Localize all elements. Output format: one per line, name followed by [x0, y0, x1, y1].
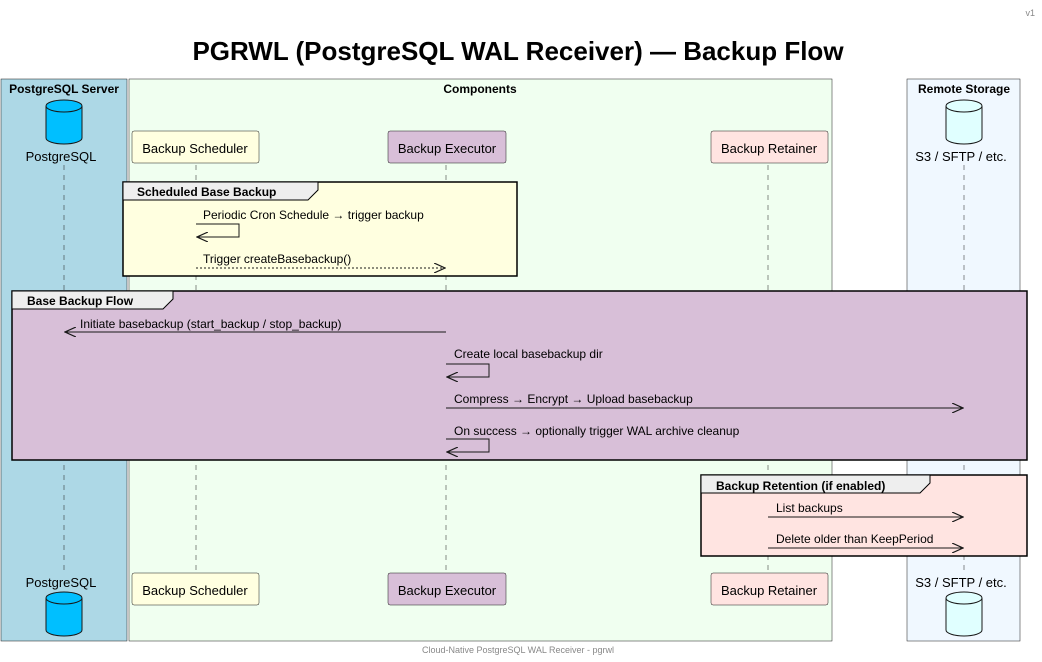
message-compress-label: Compress → Encrypt → Upload basebackup	[454, 392, 693, 406]
group-scheduled-label: Scheduled Base Backup	[137, 185, 276, 199]
message-compress: Compress → Encrypt → Upload basebackup	[446, 392, 963, 408]
footer-caption: Cloud-Native PostgreSQL WAL Receiver - p…	[422, 645, 614, 655]
message-cron: Periodic Cron Schedule → trigger backup	[196, 208, 424, 237]
message-list-label: List backups	[776, 501, 843, 515]
message-list-backups: List backups	[768, 501, 963, 517]
participant-executor-top: Backup Executor	[387, 130, 507, 164]
participant-postgresql-top: PostgreSQL	[26, 99, 97, 164]
database-icon	[45, 591, 83, 637]
message-on-success-label: On success → optionally trigger WAL arch…	[454, 424, 740, 438]
participant-scheduler-label: Backup Scheduler	[142, 583, 248, 598]
message-create-dir: Create local basebackup dir	[446, 347, 603, 377]
participant-scheduler-top: Backup Scheduler	[131, 130, 260, 164]
database-icon	[945, 591, 983, 637]
message-delete-older: Delete older than KeepPeriod	[768, 532, 963, 548]
participant-executor-label: Backup Executor	[398, 583, 497, 598]
participant-storage-top: S3 / SFTP / etc.	[915, 99, 1007, 164]
participant-scheduler-label: Backup Scheduler	[142, 141, 248, 156]
message-on-success: On success → optionally trigger WAL arch…	[446, 424, 740, 452]
group-backup-retention: Backup Retention (if enabled)	[700, 474, 1028, 557]
message-initiate-label: Initiate basebackup (start_backup / stop…	[80, 317, 342, 331]
message-trigger: Trigger createBasebackup()	[196, 252, 445, 268]
participant-postgresql-label: PostgreSQL	[26, 149, 97, 164]
diagram-title: PGRWL (PostgreSQL WAL Receiver) — Backup…	[192, 36, 844, 66]
postgres-server-box-label: PostgreSQL Server	[9, 82, 119, 96]
group-retention-label: Backup Retention (if enabled)	[716, 479, 885, 493]
participant-executor-bottom: Backup Executor	[387, 572, 507, 606]
message-delete-label: Delete older than KeepPeriod	[776, 532, 933, 546]
participant-retainer-label: Backup Retainer	[721, 583, 818, 598]
participant-retainer-top: Backup Retainer	[710, 130, 829, 164]
group-base-backup-flow: Base Backup Flow	[11, 290, 1028, 461]
group-flow-label: Base Backup Flow	[27, 294, 134, 308]
group-scheduled-base-backup: Scheduled Base Backup	[122, 181, 518, 277]
participant-storage-label: S3 / SFTP / etc.	[915, 149, 1007, 164]
participant-retainer-bottom: Backup Retainer	[710, 572, 829, 606]
message-create-dir-label: Create local basebackup dir	[454, 347, 603, 361]
participant-retainer-label: Backup Retainer	[721, 141, 818, 156]
message-trigger-label: Trigger createBasebackup()	[203, 252, 351, 266]
remote-storage-box-label: Remote Storage	[918, 82, 1010, 96]
database-icon	[945, 99, 983, 145]
participant-postgresql-label: PostgreSQL	[26, 575, 97, 590]
message-cron-label: Periodic Cron Schedule → trigger backup	[203, 208, 424, 222]
database-icon	[45, 99, 83, 145]
version-label: v1	[1025, 8, 1035, 18]
participant-scheduler-bottom: Backup Scheduler	[131, 572, 260, 606]
components-box-label: Components	[443, 82, 517, 96]
participant-executor-label: Backup Executor	[398, 141, 497, 156]
participant-storage-label: S3 / SFTP / etc.	[915, 575, 1007, 590]
participant-postgresql-bottom: PostgreSQL	[26, 575, 97, 637]
participant-storage-bottom: S3 / SFTP / etc.	[915, 575, 1007, 637]
message-initiate: Initiate basebackup (start_backup / stop…	[65, 317, 446, 332]
